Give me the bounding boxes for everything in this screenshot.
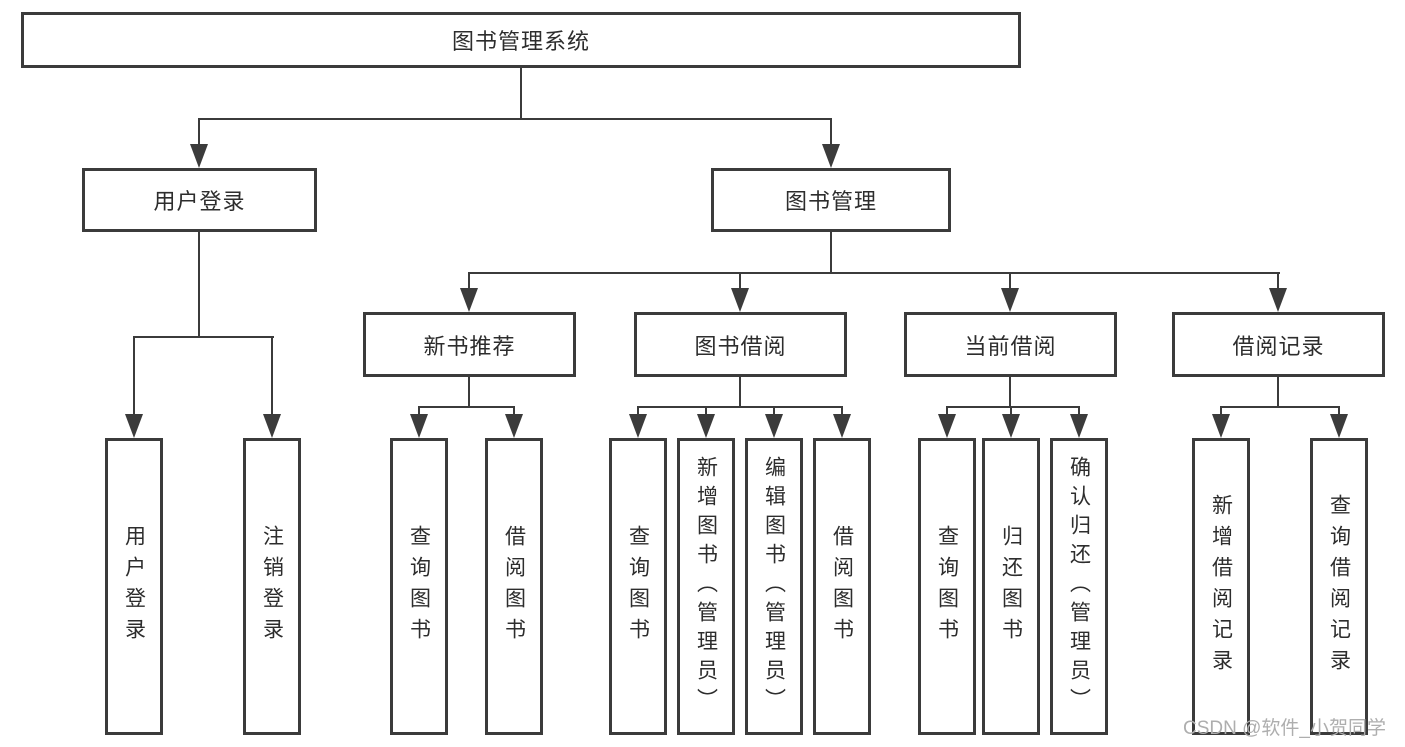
- node-root: 图书管理系统: [21, 12, 1021, 68]
- connector-drop-book-management: [830, 118, 832, 146]
- connector-drop-borrow-query: [637, 406, 639, 416]
- connector-drop-leaf-user-login: [133, 336, 135, 416]
- connector-level3-rail: [468, 272, 1280, 274]
- leaf-borrow-borrow-book-label: 借阅图书: [830, 524, 854, 649]
- connector-book-borrow-stem: [739, 376, 741, 408]
- arrow-new-book-recommend: [460, 288, 478, 312]
- leaf-recommend-borrow-book: 借阅图书: [485, 438, 543, 735]
- leaf-recommend-borrow-book-label: 借阅图书: [502, 524, 526, 649]
- arrow-borrow-edit: [765, 414, 783, 438]
- arrow-borrow-query: [629, 414, 647, 438]
- connector-borrow-records-stem: [1277, 376, 1279, 408]
- connector-new-book-recommend-rail: [418, 406, 515, 408]
- arrow-current-borrow: [1001, 288, 1019, 312]
- arrow-records-add: [1212, 414, 1230, 438]
- leaf-user-login-label: 用户登录: [122, 524, 146, 649]
- arrow-current-query: [938, 414, 956, 438]
- leaf-borrow-borrow-book: 借阅图书: [813, 438, 871, 735]
- leaf-logout: 注销登录: [243, 438, 301, 735]
- leaf-borrow-query-book-label: 查询图书: [626, 524, 650, 649]
- connector-book-borrow-rail: [637, 406, 843, 408]
- connector-drop-borrow-add: [705, 406, 707, 416]
- connector-drop-borrow-records: [1277, 272, 1279, 290]
- connector-drop-borrow-borrow: [841, 406, 843, 416]
- leaf-records-query-record-label: 查询借阅记录: [1327, 493, 1351, 680]
- connector-user-login-stem: [198, 231, 200, 338]
- leaf-recommend-query-book: 查询图书: [390, 438, 448, 735]
- connector-book-management-stem: [830, 231, 832, 274]
- arrow-leaf-logout: [263, 414, 281, 438]
- csdn-watermark: CSDN @软件_小贺同学: [1183, 718, 1386, 739]
- node-root-label: 图书管理系统: [451, 29, 590, 54]
- node-new-book-recommend: 新书推荐: [363, 312, 576, 377]
- connector-new-book-recommend-stem: [468, 376, 470, 408]
- node-user-login-group-label: 用户登录: [153, 189, 246, 214]
- node-book-management: 图书管理: [711, 168, 951, 232]
- leaf-borrow-add-book-admin-label: 新增图书（管理员）: [694, 456, 718, 717]
- leaf-current-query-book-label: 查询图书: [935, 524, 959, 649]
- connector-current-borrow-rail: [946, 406, 1080, 408]
- connector-drop-book-borrow: [739, 272, 741, 290]
- leaf-current-return-book-label: 归还图书: [999, 524, 1023, 649]
- arrow-leaf-user-login: [125, 414, 143, 438]
- arrow-current-return: [1002, 414, 1020, 438]
- leaf-records-query-record: 查询借阅记录: [1310, 438, 1368, 735]
- node-current-borrow-label: 当前借阅: [964, 333, 1057, 359]
- arrow-borrow-records: [1269, 288, 1287, 312]
- leaf-records-add-record-label: 新增借阅记录: [1209, 493, 1233, 680]
- connector-user-login-rail: [133, 336, 274, 338]
- leaf-current-query-book: 查询图书: [918, 438, 976, 735]
- arrow-book-management: [822, 144, 840, 168]
- connector-drop-current-confirm: [1078, 406, 1080, 416]
- connector-root-stem: [520, 68, 522, 120]
- connector-drop-borrow-edit: [773, 406, 775, 416]
- node-new-book-recommend-label: 新书推荐: [423, 333, 516, 359]
- leaf-logout-label: 注销登录: [260, 524, 284, 649]
- arrow-book-borrow: [731, 288, 749, 312]
- arrow-user-login: [190, 144, 208, 168]
- connector-drop-user-login: [198, 118, 200, 146]
- connector-drop-new-book-recommend: [468, 272, 470, 290]
- node-book-borrow-label: 图书借阅: [694, 333, 787, 359]
- leaf-current-confirm-return-admin: 确认归还（管理员）: [1050, 438, 1108, 735]
- connector-drop-current-query: [946, 406, 948, 416]
- arrow-current-confirm: [1070, 414, 1088, 438]
- connector-current-borrow-stem: [1009, 376, 1011, 408]
- node-current-borrow: 当前借阅: [904, 312, 1117, 377]
- leaf-user-login: 用户登录: [105, 438, 163, 735]
- leaf-recommend-query-book-label: 查询图书: [407, 524, 431, 649]
- leaf-borrow-edit-book-admin-label: 编辑图书（管理员）: [762, 456, 786, 717]
- connector-drop-leaf-logout: [271, 336, 273, 416]
- leaf-records-add-record: 新增借阅记录: [1192, 438, 1250, 735]
- leaf-current-return-book: 归还图书: [982, 438, 1040, 735]
- connector-drop-current-borrow: [1009, 272, 1011, 290]
- node-book-borrow: 图书借阅: [634, 312, 847, 377]
- arrow-borrow-add: [697, 414, 715, 438]
- arrow-recommend-borrow: [505, 414, 523, 438]
- connector-level1-rail: [198, 118, 832, 120]
- node-user-login-group: 用户登录: [82, 168, 317, 232]
- arrow-borrow-borrow: [833, 414, 851, 438]
- leaf-borrow-add-book-admin: 新增图书（管理员）: [677, 438, 735, 735]
- node-borrow-records-label: 借阅记录: [1232, 333, 1325, 359]
- connector-drop-current-return: [1010, 406, 1012, 416]
- leaf-current-confirm-return-admin-label: 确认归还（管理员）: [1067, 456, 1091, 717]
- connector-drop-recommend-borrow: [513, 406, 515, 416]
- connector-drop-records-query: [1338, 406, 1340, 416]
- connector-drop-recommend-query: [418, 406, 420, 416]
- node-borrow-records: 借阅记录: [1172, 312, 1385, 377]
- arrow-recommend-query: [410, 414, 428, 438]
- connector-borrow-records-rail: [1220, 406, 1340, 408]
- leaf-borrow-query-book: 查询图书: [609, 438, 667, 735]
- leaf-borrow-edit-book-admin: 编辑图书（管理员）: [745, 438, 803, 735]
- arrow-records-query: [1330, 414, 1348, 438]
- node-book-management-label: 图书管理: [784, 189, 877, 214]
- connector-drop-records-add: [1220, 406, 1222, 416]
